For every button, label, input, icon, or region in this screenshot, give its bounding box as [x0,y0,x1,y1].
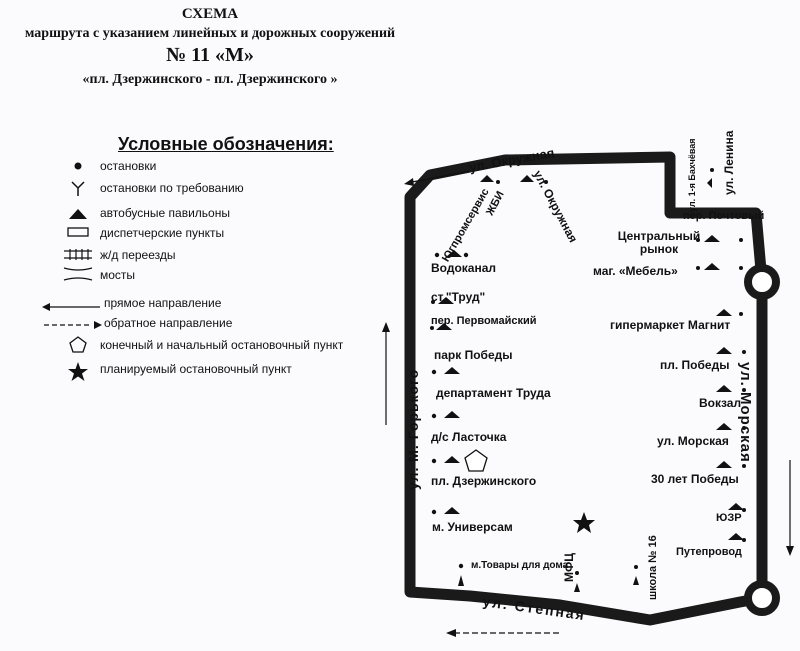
street-pochtovy: пер. Почтовый [683,210,765,222]
legend-backward-icon [44,321,102,329]
legend-backward-label: обратное направление [104,316,233,330]
legend-forward-label: прямое направление [104,296,222,310]
stop-vodokanal: Водоканал [431,261,497,275]
stop-universam: м. Универсам [432,520,513,534]
stop-vokzal: Вокзал [699,396,742,410]
stop-tovary: м.Товары для дома [471,560,569,571]
stop-30-let-pobedy: 30 лет Победы [651,472,739,486]
street-morskaya: ул. Морская [737,362,754,463]
legend-planned-label: планируемый остановочный пункт [100,362,292,376]
legend-planned-icon [68,362,88,381]
stop-puteprovod: Путепровод [676,546,742,558]
legend-request-stop-label: остановки по требованию [100,181,244,195]
legend-symbols [42,162,102,381]
stop-magnit: гипермаркет Магнит [610,318,731,332]
route-number: № 11 «М» [166,44,254,66]
roundabout-north [744,264,780,300]
legend-crossing-label: ж/д переезды [100,248,176,262]
legend-bridge-icon [63,267,93,281]
stop-yuzr: ЮЗР [716,512,742,524]
legend-request-stop-icon [71,181,85,196]
legend-forward-icon [42,303,100,311]
stop-department-truda: департамент Труда [436,386,551,400]
stop-pervomaysky: пер. Первомайский [431,315,537,327]
legend-stop-icon [74,162,82,170]
stop-park-pobedy: парк Победы [434,348,513,362]
stop-central-market: Центральный рынок [617,229,701,256]
legend-pavilion-icon [69,209,87,219]
schema-subtitle: маршрута с указанием линейных и дорожных… [24,26,396,41]
route-road [404,151,768,626]
legend-stop-label: остановки [100,159,157,173]
stop-school-16: школа № 16 [647,535,659,600]
stop-trud: ст."Труд" [431,290,486,304]
legend-dispatch-label: диспетчерские пункты [100,226,225,240]
stop-pl-pobedy: пл. Победы [660,358,730,372]
stop-lastochka: д/с Ласточка [431,430,507,444]
stop-pl-dzerzhinskogo: пл. Дзержинского [431,474,537,488]
legend-crossing-icon [64,249,92,260]
left-stops [430,168,714,592]
roundabout-south [744,580,780,616]
terminal-stop-icon [464,449,488,472]
planned-stop-mfc-icon [573,512,595,533]
route-endpoints: «пл. Дзержинского - пл. Дзержинского » [82,72,338,87]
street-bakhchevaya: ул. 1-я Бахчёвая [687,138,697,212]
legend-terminal-label: конечный и начальный остановочный пункт [100,338,344,352]
legend-dispatch-icon [67,227,89,237]
stop-mebel: маг. «Мебель» [593,264,678,278]
right-stops [696,235,746,542]
direction-arrows [382,170,794,637]
legend-title: Условные обозначения: [118,134,334,154]
legend-pavilion-label: автобусные павильоны [100,206,230,220]
stop-mfc: МФЦ [562,552,576,582]
street-gorkogo: ул. М. Горького [405,368,421,490]
legend-bridge-label: мосты [100,268,136,282]
stop-morskaya: ул. Морская [657,434,729,448]
schema-title: СХЕМА [181,6,239,22]
street-lenina: ул. Ленина [722,130,736,195]
legend-terminal-icon [69,336,87,353]
